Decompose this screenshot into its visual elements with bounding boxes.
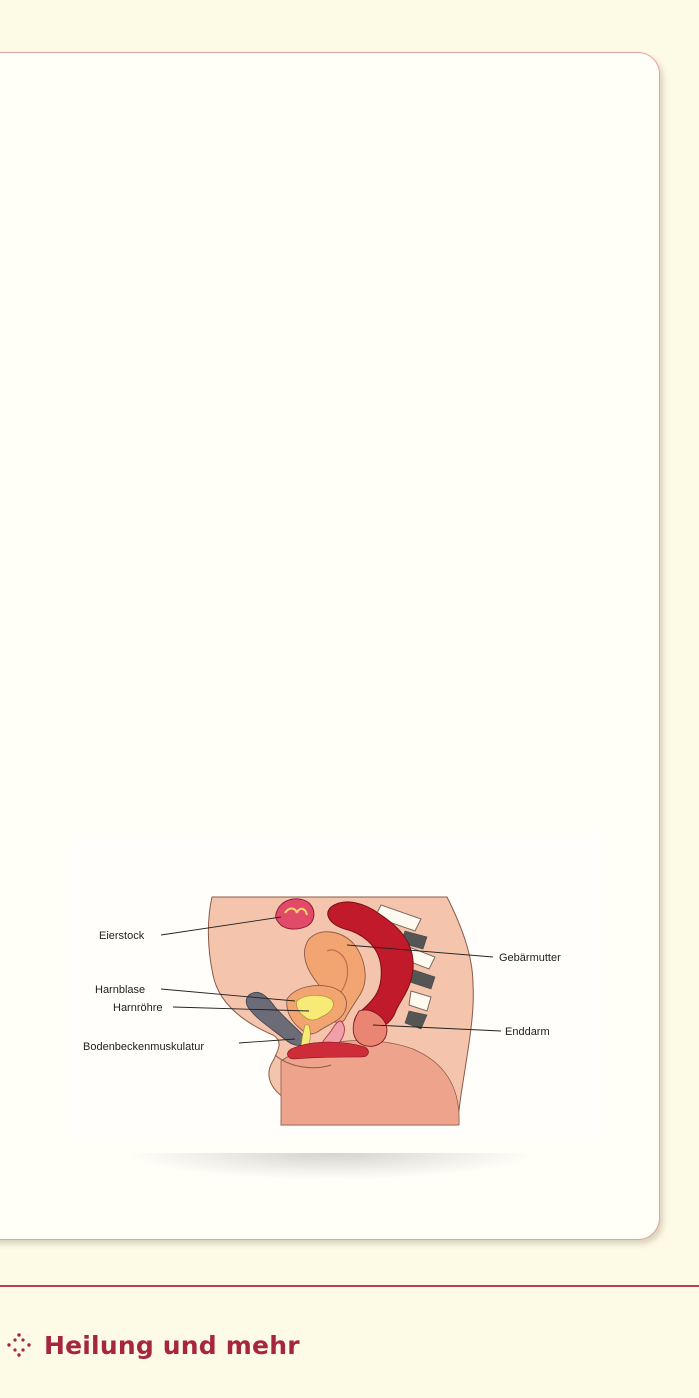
content-panel: Eierstock Harnblase Harnröhre Bodenbecke…: [0, 52, 660, 1240]
section-heading: Heilung und mehr: [6, 1327, 300, 1363]
label-urethra: Harnröhre: [113, 1002, 163, 1014]
label-pelvic-floor: Bodenbeckenmuskulatur: [83, 1041, 204, 1053]
label-ovary: Eierstock: [99, 930, 145, 942]
label-bladder: Harnblase: [95, 984, 145, 996]
section-divider: [0, 1285, 699, 1287]
bladder-inner: [296, 995, 334, 1021]
uterus-inner: [326, 949, 349, 996]
label-uterus: Gebärmutter: [499, 952, 561, 964]
anatomy-figure: Eierstock Harnblase Harnröhre Bodenbecke…: [69, 835, 603, 1135]
dotted-diamond-icon: [6, 1332, 32, 1358]
section-title: Heilung und mehr: [44, 1330, 300, 1360]
rectum-lower: [352, 1009, 388, 1047]
pelvic-floor-muscle: [287, 1041, 369, 1060]
leader-lines: [160, 916, 502, 1044]
figure-drop-shadow: [131, 1153, 531, 1179]
pelvis-anatomy-diagram: Eierstock Harnblase Harnröhre Bodenbecke…: [83, 896, 561, 1126]
ovary: [275, 898, 315, 930]
label-rectum: Enddarm: [505, 1026, 550, 1038]
